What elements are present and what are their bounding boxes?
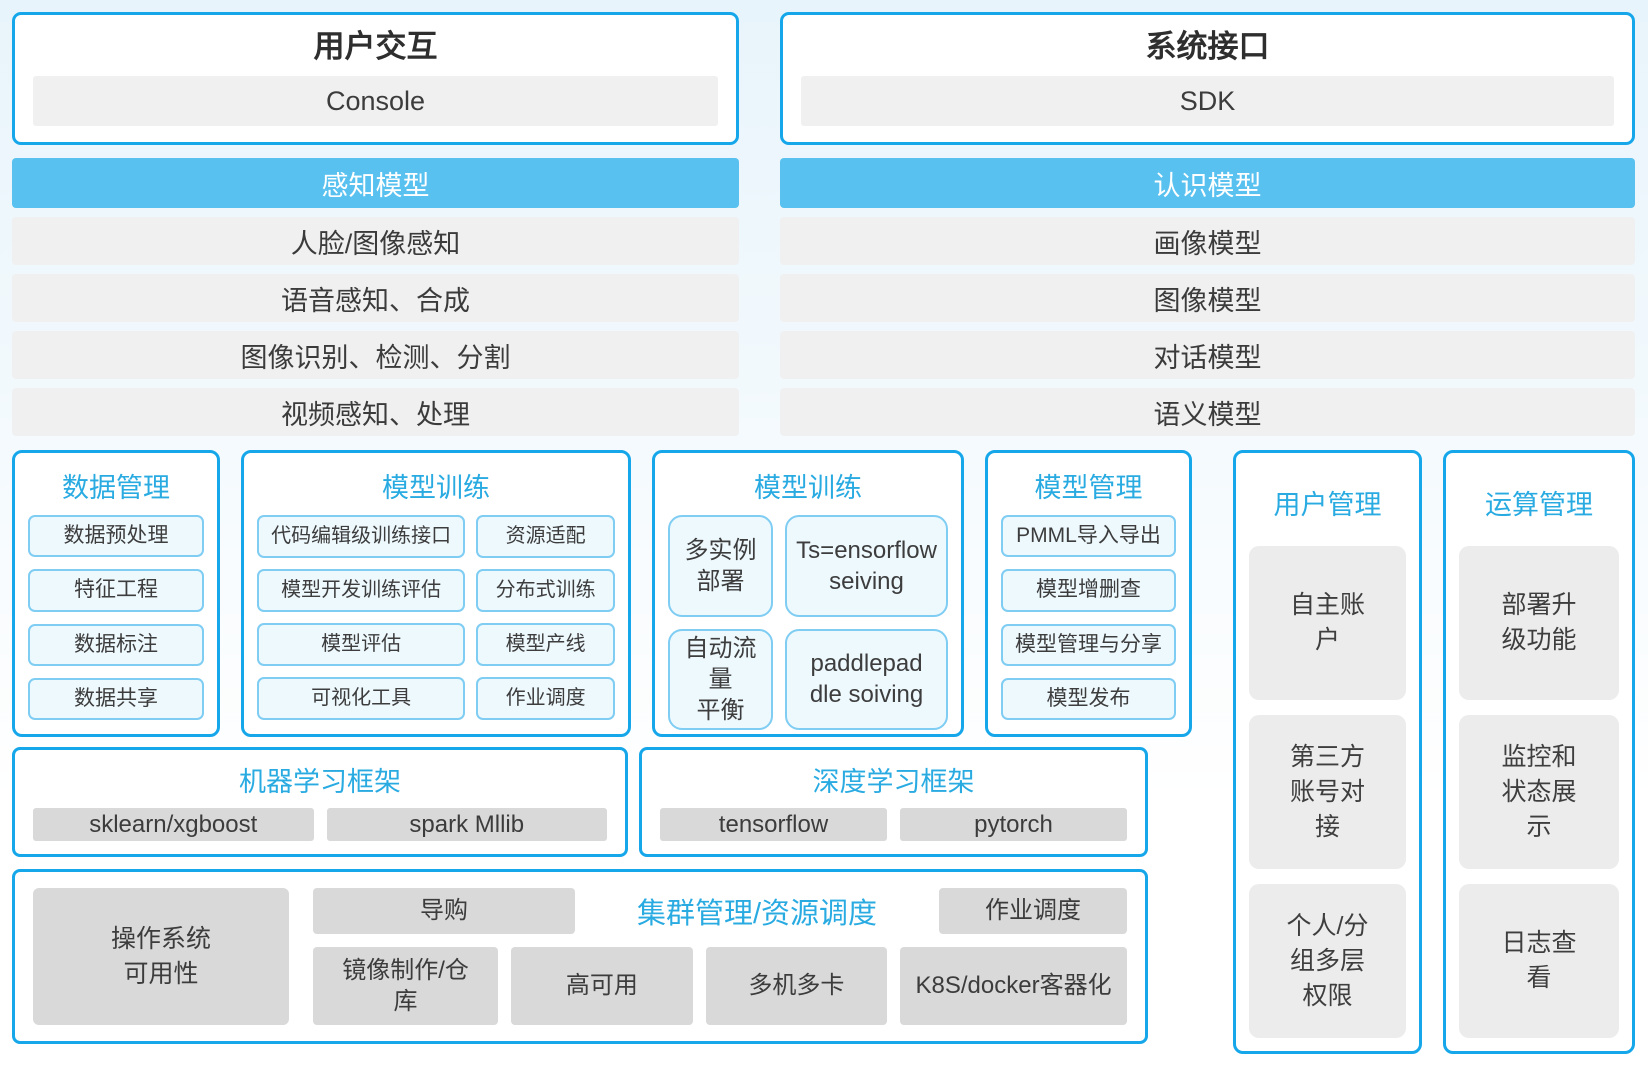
- model-management-items: PMML导入导出 模型增删查 模型管理与分享 模型发布: [988, 515, 1189, 734]
- recognition-row: 画像模型: [780, 217, 1635, 265]
- model-training-1-title: 模型训练: [382, 473, 490, 503]
- tile-model-evaluation: 模型评估: [257, 623, 466, 666]
- tile-job-scheduling: 作业调度: [476, 677, 615, 720]
- cluster-row-1: 导购 集群管理/资源调度 作业调度: [313, 888, 1127, 934]
- dl-framework-items: tensorflow pytorch: [642, 808, 1145, 854]
- compute-management-title: 运算管理: [1485, 490, 1593, 520]
- tile-feature-engineering: 特征工程: [28, 569, 204, 612]
- model-training-2-items: 多实例 部署 Ts=ensorflow seiving 自动流量 平衡 padd…: [655, 515, 961, 744]
- lower-area: 数据管理 数据预处理 特征工程 数据标注 数据共享 模型训练 代码编辑级训练接口…: [0, 436, 1648, 1054]
- ml-framework-box: 机器学习框架 sklearn/xgboost spark Mllib: [12, 747, 628, 857]
- tile-third-party-account: 第三方 账号对 接: [1249, 715, 1406, 869]
- tile-model-manage-share: 模型管理与分享: [1001, 623, 1176, 666]
- model-row-1: 人脸/图像感知 画像模型: [0, 208, 1648, 265]
- item-sklearn-xgboost: sklearn/xgboost: [33, 808, 314, 841]
- tile-data-preprocess: 数据预处理: [28, 515, 204, 558]
- tile-data-labeling: 数据标注: [28, 623, 204, 666]
- item-spark-mllib: spark Mllib: [326, 808, 607, 841]
- model-management-title: 模型管理: [1034, 473, 1143, 503]
- tile-pmml-import-export: PMML导入导出: [1001, 515, 1176, 558]
- data-management-title: 数据管理: [62, 473, 170, 503]
- tile-resource-adaptation: 资源适配: [476, 515, 615, 558]
- perception-row: 人脸/图像感知: [12, 217, 739, 265]
- recognition-row: 对话模型: [780, 331, 1635, 379]
- tile-multi-level-permission: 个人/分 组多层 权限: [1249, 884, 1406, 1038]
- system-interface-title: 系统接口: [1145, 29, 1270, 64]
- user-management-items: 自主账 户 第三方 账号对 接 个人/分 组多层 权限: [1236, 546, 1419, 1051]
- model-row-2: 语音感知、合成 图像模型: [0, 265, 1648, 322]
- tile-data-sharing: 数据共享: [28, 677, 204, 720]
- model-training-1-items: 代码编辑级训练接口 资源适配 模型开发训练评估 分布式训练 模型评估 模型产线 …: [244, 515, 628, 734]
- tile-deploy-upgrade: 部署升 级功能: [1459, 546, 1619, 700]
- perception-model-header: 感知模型: [12, 158, 739, 208]
- cluster-management-title: 集群管理/资源调度: [636, 898, 878, 930]
- model-training-2-title: 模型训练: [754, 473, 862, 503]
- data-management-items: 数据预处理 特征工程 数据标注 数据共享: [15, 515, 217, 734]
- recognition-row: 语义模型: [780, 388, 1635, 436]
- compute-management-items: 部署升 级功能 监控和 状态展 示 日志查 看: [1446, 546, 1632, 1051]
- recognition-row: 图像模型: [780, 274, 1635, 322]
- tile-code-editing-training-api: 代码编辑级训练接口: [257, 515, 466, 558]
- model-training-box-1: 模型训练 代码编辑级训练接口 资源适配 模型开发训练评估 分布式训练 模型评估 …: [241, 450, 631, 737]
- dl-framework-box: 深度学习框架 tensorflow pytorch: [639, 747, 1148, 857]
- item-multi-machine-multi-card: 多机多卡: [705, 947, 888, 1025]
- tile-multi-instance-deploy: 多实例 部署: [668, 515, 774, 617]
- recognition-model-header: 认识模型: [780, 158, 1635, 208]
- item-image-build-repo: 镜像制作/仓 库: [313, 947, 499, 1025]
- system-interface-box: 系统接口 SDK: [780, 12, 1635, 145]
- item-tensorflow: tensorflow: [660, 808, 887, 841]
- tile-auto-traffic-balance: 自动流量 平衡: [668, 628, 774, 731]
- tile-distributed-training: 分布式训练: [476, 569, 615, 612]
- perception-row: 视频感知、处理: [12, 388, 739, 436]
- model-row-3: 图像识别、检测、分割 对话模型: [0, 322, 1648, 379]
- tile-visualization-tools: 可视化工具: [257, 677, 466, 720]
- user-interaction-box: 用户交互 Console: [12, 12, 739, 145]
- cluster-right-area: 导购 集群管理/资源调度 作业调度 镜像制作/仓 库 高可用 多机多卡 K8S/…: [313, 888, 1127, 1025]
- tile-self-account: 自主账 户: [1249, 546, 1406, 700]
- user-management-title: 用户管理: [1273, 490, 1382, 520]
- ml-framework-title: 机器学习框架: [239, 767, 401, 797]
- compute-management-box: 运算管理 部署升 级功能 监控和 状态展 示 日志查 看: [1443, 450, 1635, 1054]
- ml-framework-items: sklearn/xgboost spark Mllib: [15, 808, 625, 854]
- model-row-4: 视频感知、处理 语义模型: [0, 379, 1648, 436]
- tile-paddlepaddle-serving: paddlepad dle soiving: [785, 628, 948, 731]
- main-column: 数据管理 数据预处理 特征工程 数据标注 数据共享 模型训练 代码编辑级训练接口…: [12, 450, 1205, 1044]
- model-headers-row: 感知模型 认识模型: [0, 145, 1648, 208]
- cluster-row-2: 镜像制作/仓 库 高可用 多机多卡 K8S/docker客器化: [313, 947, 1127, 1025]
- perception-row: 语音感知、合成: [12, 274, 739, 322]
- tile-model-publish: 模型发布: [1001, 677, 1176, 720]
- frameworks-row: 机器学习框架 sklearn/xgboost spark Mllib 深度学习框…: [12, 747, 1148, 857]
- tile-model-pipeline: 模型产线: [476, 623, 615, 666]
- tile-model-crud: 模型增删查: [1001, 569, 1176, 612]
- middle-band: 数据管理 数据预处理 特征工程 数据标注 数据共享 模型训练 代码编辑级训练接口…: [12, 450, 1205, 737]
- model-training-box-2: 模型训练 多实例 部署 Ts=ensorflow seiving 自动流量 平衡…: [652, 450, 964, 737]
- user-management-box: 用户管理 自主账 户 第三方 账号对 接 个人/分 组多层 权限: [1233, 450, 1422, 1054]
- top-row: 用户交互 Console 系统接口 SDK: [0, 0, 1648, 145]
- tile-log-view: 日志查 看: [1459, 884, 1619, 1038]
- item-job-scheduling-bottom: 作业调度: [939, 888, 1127, 934]
- user-interaction-title: 用户交互: [313, 29, 438, 64]
- tile-monitor-status: 监控和 状态展 示: [1459, 715, 1619, 869]
- sdk-item: SDK: [801, 76, 1614, 126]
- dl-framework-title: 深度学习框架: [812, 767, 975, 797]
- tile-tensorflow-serving: Ts=ensorflow seiving: [785, 515, 948, 617]
- data-management-box: 数据管理 数据预处理 特征工程 数据标注 数据共享: [12, 450, 220, 737]
- model-management-box: 模型管理 PMML导入导出 模型增删查 模型管理与分享 模型发布: [985, 450, 1192, 737]
- tile-model-dev-training-eval: 模型开发训练评估: [257, 569, 466, 612]
- item-k8s-docker: K8S/docker客器化: [900, 947, 1127, 1025]
- perception-row: 图像识别、检测、分割: [12, 331, 739, 379]
- item-daogou: 导购: [313, 888, 575, 934]
- item-pytorch: pytorch: [900, 808, 1127, 841]
- item-high-availability: 高可用: [511, 947, 693, 1025]
- cluster-management-box: 操作系统 可用性 导购 集群管理/资源调度 作业调度 镜像制作/仓 库 高可用 …: [12, 869, 1148, 1044]
- console-item: Console: [33, 76, 718, 126]
- item-os-availability: 操作系统 可用性: [33, 888, 289, 1025]
